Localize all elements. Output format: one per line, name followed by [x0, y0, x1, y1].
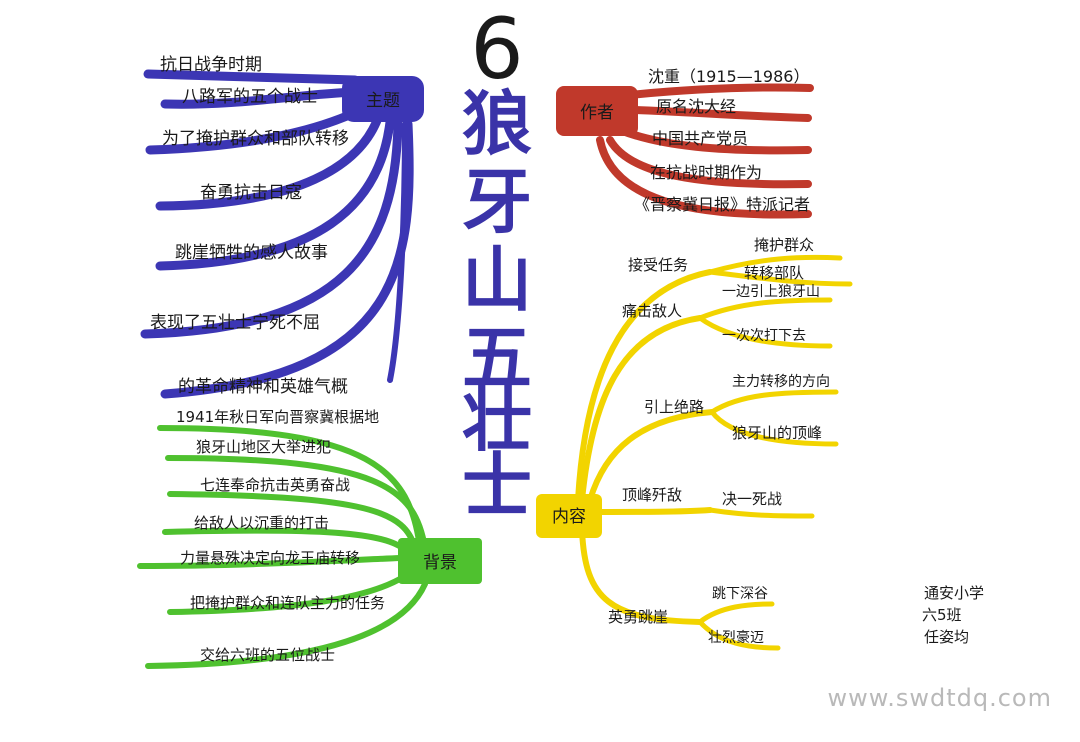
theme-item: 跳崖牺牲的感人故事 — [175, 243, 328, 263]
background-item: 力量悬殊决定向龙王庙转移 — [180, 549, 360, 567]
theme-item: 表现了五壮士宁死不屈 — [150, 313, 320, 333]
content-branch-label: 英勇跳崖 — [608, 608, 668, 626]
background-item: 七连奉命抗击英勇奋战 — [200, 476, 350, 494]
theme-item: 奋勇抗击日寇 — [200, 183, 302, 203]
content-leaf: 狼牙山的顶峰 — [732, 424, 822, 442]
title-char-3: 山 — [462, 238, 532, 321]
theme-labels: 主题 抗日战争时期 八路军的五个战士 为了掩护群众和部队转移 奋勇抗击日寇 跳崖… — [150, 55, 400, 397]
signature: 通安小学 六5班 任姿均 — [922, 584, 984, 646]
title-char-5: 壮 — [462, 378, 532, 461]
background-item: 给敌人以沉重的打击 — [194, 514, 329, 532]
content-leaf: 壮烈豪迈 — [708, 630, 764, 646]
theme-branch — [140, 69, 424, 399]
content-leaf: 转移部队 — [744, 264, 804, 282]
author-item: 原名沈大经 — [656, 97, 736, 116]
author-item: 《晋察冀日报》特派记者 — [634, 195, 810, 214]
background-node — [398, 538, 482, 584]
author-labels: 作者 沈重（1915—1986） 原名沈大经 中国共产党员 在抗战时期作为 《晋… — [580, 67, 810, 214]
content-leaf: 掩护群众 — [754, 236, 814, 254]
content-branch-label: 顶峰歼敌 — [622, 486, 682, 504]
title-char-6: 士 — [462, 444, 532, 527]
theme-node-label: 主题 — [366, 91, 400, 111]
content-leaf: 一边引上狼牙山 — [722, 284, 820, 300]
author-node — [556, 86, 638, 136]
content-leaf: 主力转移的方向 — [732, 374, 830, 390]
signature-line: 通安小学 — [924, 584, 984, 602]
title-group: 6 狼 牙 山 五 壮 士 — [462, 0, 532, 527]
theme-item: 八路军的五个战士 — [182, 87, 318, 107]
content-leaf: 决一死战 — [722, 490, 782, 508]
content-branch-label: 引上绝路 — [644, 398, 704, 416]
author-item: 中国共产党员 — [652, 129, 748, 148]
theme-node — [342, 76, 424, 122]
content-branch — [536, 254, 853, 651]
background-labels: 背景 1941年秋日军向晋察冀根据地 狼牙山地区大举进犯 七连奉命抗击英勇奋战 … — [176, 408, 457, 664]
background-item: 交给六班的五位战士 — [200, 646, 335, 664]
content-labels: 内容 接受任务 掩护群众 转移部队 痛击敌人 一边引上狼牙山 一次次打下去 引上… — [552, 236, 830, 646]
content-branch-label: 接受任务 — [628, 256, 688, 274]
signature-line: 任姿均 — [924, 628, 969, 646]
title-char-1: 狼 — [462, 82, 532, 165]
content-branch-label: 痛击敌人 — [622, 302, 682, 320]
author-item: 沈重（1915—1986） — [648, 67, 809, 86]
background-item: 把掩护群众和连队主力的任务 — [190, 594, 385, 612]
background-item: 狼牙山地区大举进犯 — [196, 438, 331, 456]
theme-item: 抗日战争时期 — [160, 55, 262, 75]
content-leaf: 一次次打下去 — [722, 327, 806, 344]
background-branch — [137, 425, 482, 669]
author-node-label: 作者 — [580, 103, 614, 123]
background-node-label: 背景 — [423, 553, 457, 573]
lesson-number: 6 — [470, 0, 523, 98]
author-item: 在抗战时期作为 — [650, 163, 762, 182]
watermark: www.swdtdq.com — [827, 684, 1052, 712]
signature-line: 六5班 — [922, 606, 962, 624]
theme-item: 的革命精神和英雄气概 — [178, 377, 348, 397]
content-node — [536, 494, 602, 538]
author-branch — [556, 83, 814, 219]
content-leaf: 跳下深谷 — [712, 586, 768, 602]
theme-item: 为了掩护群众和部队转移 — [162, 129, 349, 149]
background-item: 1941年秋日军向晋察冀根据地 — [176, 408, 379, 426]
title-char-4: 五 — [462, 316, 532, 399]
content-node-label: 内容 — [552, 507, 586, 527]
title-char-2: 牙 — [462, 160, 532, 243]
